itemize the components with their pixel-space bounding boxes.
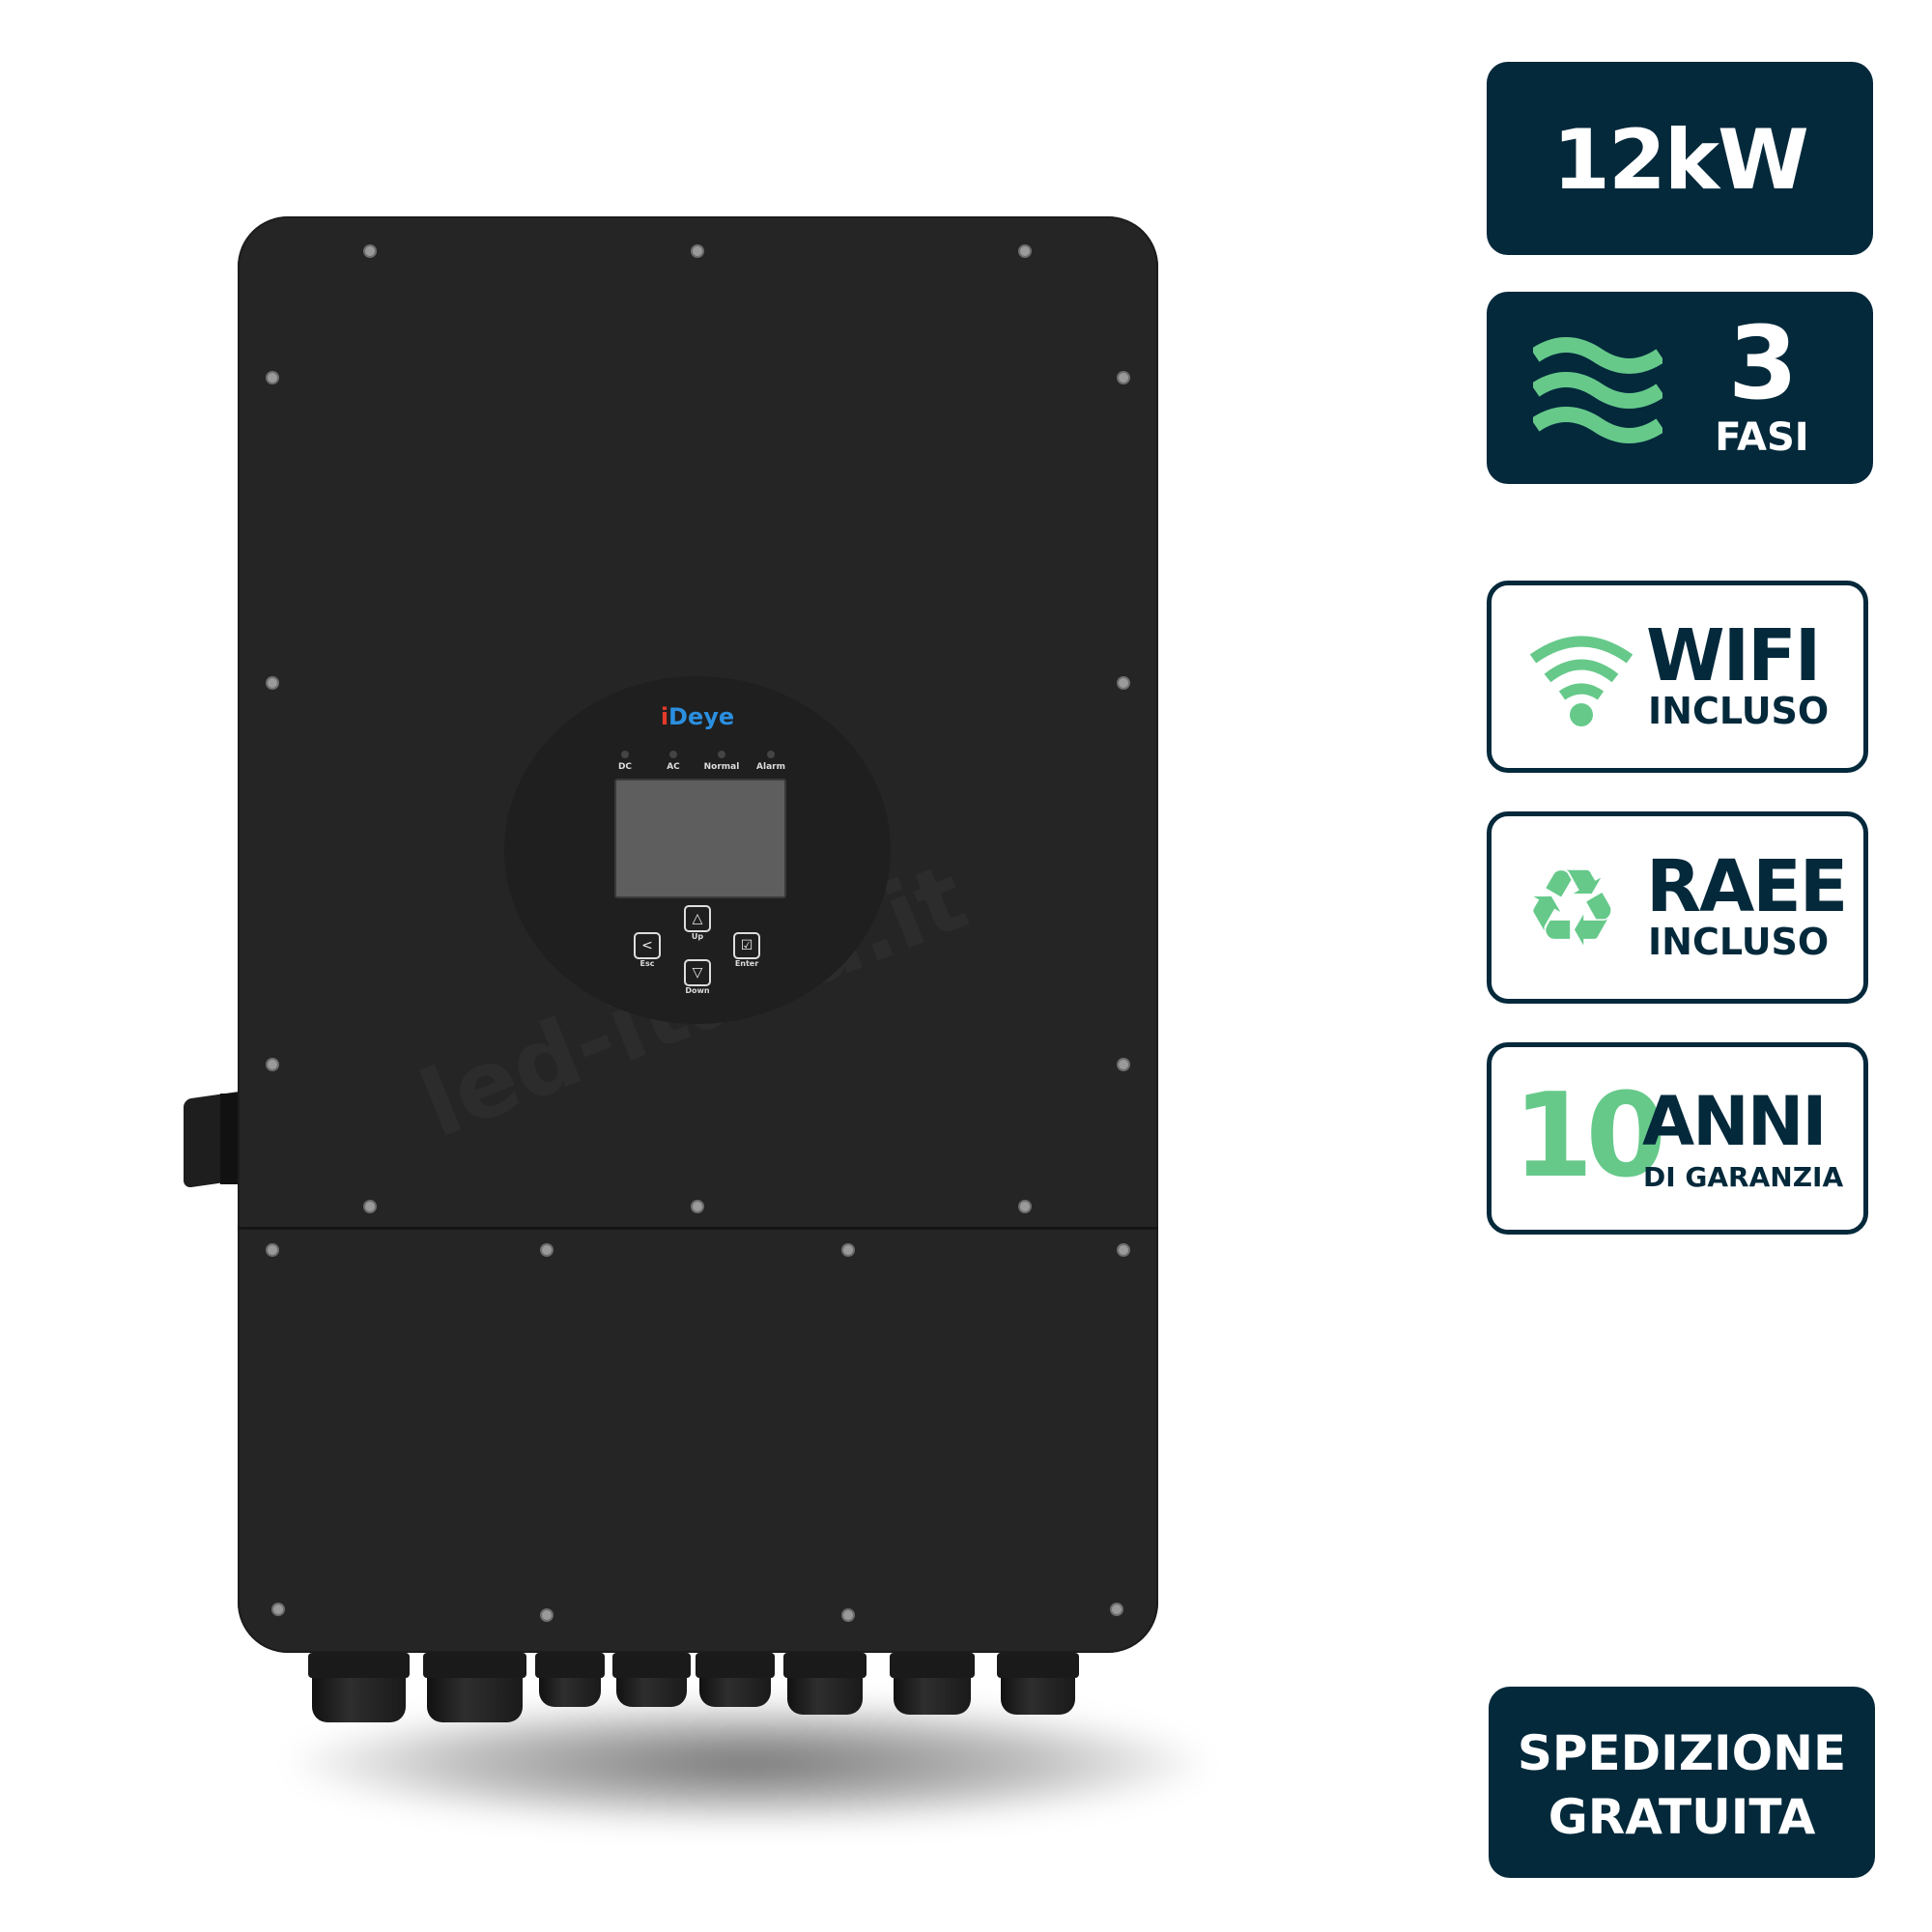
down-key-label: Down: [685, 986, 710, 995]
led-alarm: [767, 751, 775, 758]
power-value: 12kW: [1552, 112, 1809, 209]
led-label-normal: Normal: [703, 762, 740, 772]
shipping-line1: SPEDIZIONE: [1517, 1725, 1847, 1781]
screw: [1117, 1058, 1130, 1071]
raee-badge: ♻ RAEE INCLUSO: [1487, 811, 1868, 1004]
wifi-title: WIFI: [1646, 614, 1821, 697]
cable-gland: [535, 1653, 605, 1707]
screw: [266, 1058, 279, 1071]
phases-badge: 3 FASI: [1487, 292, 1873, 484]
led-ac: [669, 751, 677, 758]
deye-logo: iDeye: [660, 703, 735, 730]
raee-subtitle: INCLUSO: [1648, 921, 1830, 963]
screw: [691, 1200, 704, 1213]
screw: [271, 1603, 285, 1616]
warranty-badge: 10 ANNI DI GARANZIA: [1487, 1042, 1868, 1235]
cable-gland: [890, 1653, 975, 1715]
down-key[interactable]: ▽: [684, 959, 711, 986]
led-label-dc: DC: [617, 762, 633, 772]
gland-nut: [783, 1653, 867, 1678]
screw: [1117, 676, 1130, 690]
led-normal: [718, 751, 725, 758]
shipping-line2: GRATUITA: [1548, 1789, 1816, 1845]
enter-key-label: Enter: [734, 959, 759, 968]
screw: [841, 1243, 855, 1257]
logo-text: Deye: [668, 703, 735, 730]
screw: [1018, 244, 1032, 258]
gland-nut: [308, 1653, 410, 1678]
checkbox-icon: ☑: [740, 938, 753, 953]
screw: [266, 371, 279, 384]
recycle-icon: ♻: [1524, 846, 1620, 970]
screw: [691, 244, 704, 258]
screw: [363, 1200, 377, 1213]
gland-nut: [423, 1653, 526, 1678]
warranty-number: 10: [1513, 1069, 1666, 1204]
shipping-badge: SPEDIZIONE GRATUITA: [1489, 1687, 1875, 1878]
phases-label: FASI: [1715, 415, 1809, 460]
dc-switch-side: [220, 1094, 240, 1184]
screw: [540, 1608, 554, 1622]
raee-title: RAEE: [1646, 845, 1848, 928]
esc-key[interactable]: <: [634, 932, 661, 959]
wifi-badge: WIFI INCLUSO: [1487, 581, 1868, 773]
screw: [1018, 1200, 1032, 1213]
waves-icon: [1533, 337, 1662, 443]
wifi-icon: [1529, 636, 1634, 726]
gland-nut: [890, 1653, 975, 1678]
led-label-ac: AC: [667, 762, 680, 772]
up-key[interactable]: △: [684, 905, 711, 932]
screw: [1110, 1603, 1123, 1616]
lcd-screen: [614, 779, 786, 898]
warranty-subtitle: DI GARANZIA: [1643, 1161, 1844, 1193]
cable-gland: [783, 1653, 867, 1715]
led-dc: [621, 751, 629, 758]
screw: [266, 676, 279, 690]
triangle-up-icon: △: [692, 911, 703, 926]
wifi-subtitle: INCLUSO: [1648, 690, 1830, 732]
esc-key-label: Esc: [639, 959, 655, 968]
cable-gland: [612, 1653, 691, 1707]
screw: [266, 1243, 279, 1257]
screw: [363, 244, 377, 258]
product-shadow: [290, 1700, 1208, 1826]
screw: [540, 1243, 554, 1257]
cable-gland: [423, 1653, 526, 1722]
cover-divider: [238, 1227, 1158, 1230]
gland-nut: [696, 1653, 775, 1678]
power-badge: 12kW: [1487, 62, 1873, 255]
gland-nut: [612, 1653, 691, 1678]
gland-nut: [535, 1653, 605, 1678]
cable-gland: [308, 1653, 410, 1722]
led-label-alarm: Alarm: [756, 762, 785, 772]
chevron-left-icon: <: [641, 938, 653, 953]
screw: [1117, 371, 1130, 384]
triangle-down-icon: ▽: [692, 965, 703, 980]
phases-number: 3: [1727, 304, 1798, 422]
cable-gland: [997, 1653, 1079, 1715]
cable-gland: [696, 1653, 775, 1707]
screw: [841, 1608, 855, 1622]
gland-nut: [997, 1653, 1079, 1678]
enter-key[interactable]: ☑: [733, 932, 760, 959]
warranty-title: ANNI: [1642, 1082, 1827, 1161]
up-key-label: Up: [691, 932, 704, 941]
screw: [1117, 1243, 1130, 1257]
